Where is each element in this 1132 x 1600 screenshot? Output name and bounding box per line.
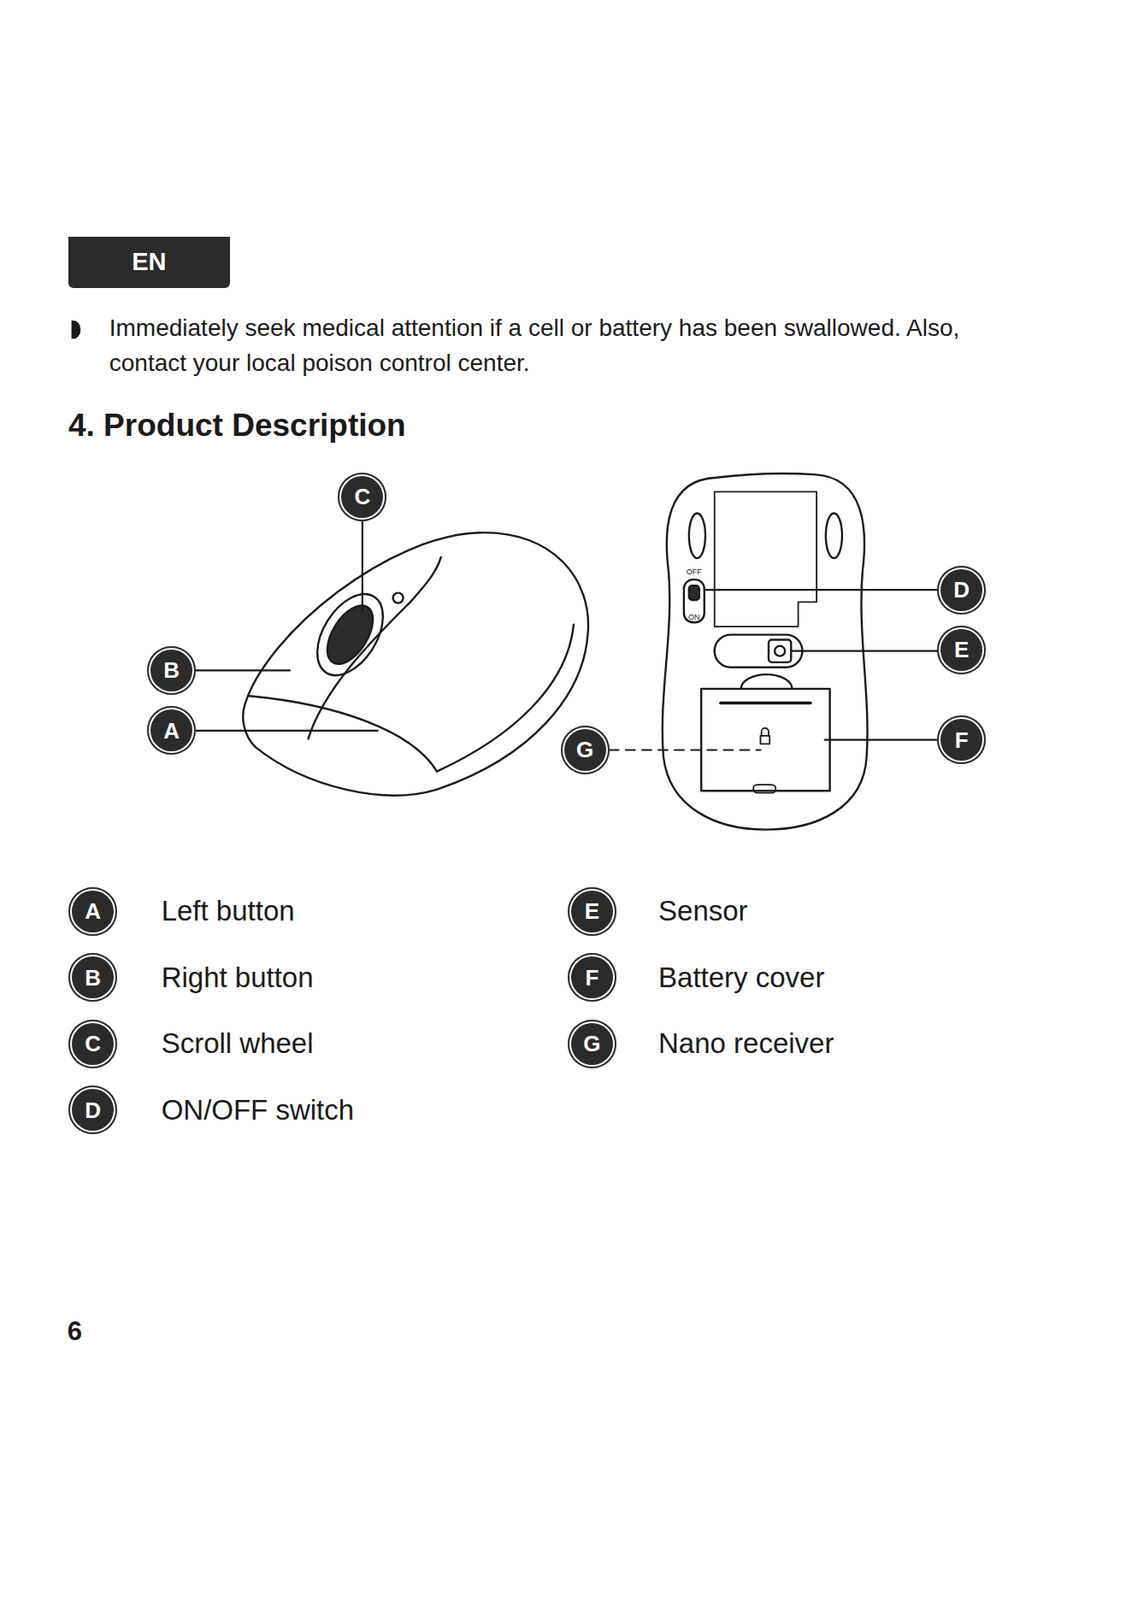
node-text: A — [84, 900, 101, 923]
node-text: F — [584, 966, 599, 990]
leader-line — [195, 521, 938, 750]
callout-circle: B — [68, 953, 118, 1003]
node-text: C — [353, 485, 371, 508]
node-text: D — [84, 1099, 101, 1122]
callout-circle: B — [147, 646, 196, 696]
switch-label: ON — [688, 614, 701, 624]
part-name: Nano receiver — [658, 1028, 834, 1060]
safety-note: Immediately seek medical attention if a … — [109, 311, 1042, 381]
node-text: B — [84, 966, 101, 990]
node-text: B — [163, 659, 180, 682]
part-name: Left button — [161, 896, 295, 927]
node-text: D — [953, 578, 970, 602]
part-name: Right button — [161, 962, 314, 994]
part-name: Sensor — [658, 896, 749, 927]
node-text: C — [84, 1032, 101, 1056]
callout-circle: G — [560, 725, 610, 775]
language-tab: EN — [68, 236, 230, 289]
callout-circle: D — [68, 1085, 118, 1135]
callout-circle: C — [68, 1019, 118, 1069]
node-text: G — [576, 738, 594, 761]
callout-circle: F — [937, 715, 986, 765]
callout-circle: D — [937, 566, 986, 615]
callout-circle: A — [68, 887, 118, 937]
callout-circle: F — [567, 953, 617, 1003]
mouse-top-view — [242, 532, 589, 796]
callout-circle: E — [567, 887, 617, 937]
callout-circle: G — [567, 1019, 617, 1069]
callout-circle: C — [337, 472, 387, 522]
section-heading: 4. Product Description — [68, 407, 407, 444]
page-number: 6 — [67, 1317, 83, 1347]
part-name: ON/OFF switch — [161, 1095, 355, 1127]
node-text: EN — [131, 247, 166, 277]
bullet-marker — [71, 320, 82, 339]
switch-label: OFF — [686, 568, 702, 578]
callout-circle: E — [937, 625, 986, 675]
node-text: E — [584, 900, 600, 923]
callout-circle: A — [147, 706, 196, 755]
part-name: Battery cover — [658, 962, 825, 994]
node-text: E — [954, 638, 969, 661]
part-name: Scroll wheel — [161, 1028, 314, 1060]
node-text: A — [163, 719, 180, 743]
node-text: F — [955, 729, 969, 752]
node-text: G — [583, 1032, 601, 1056]
